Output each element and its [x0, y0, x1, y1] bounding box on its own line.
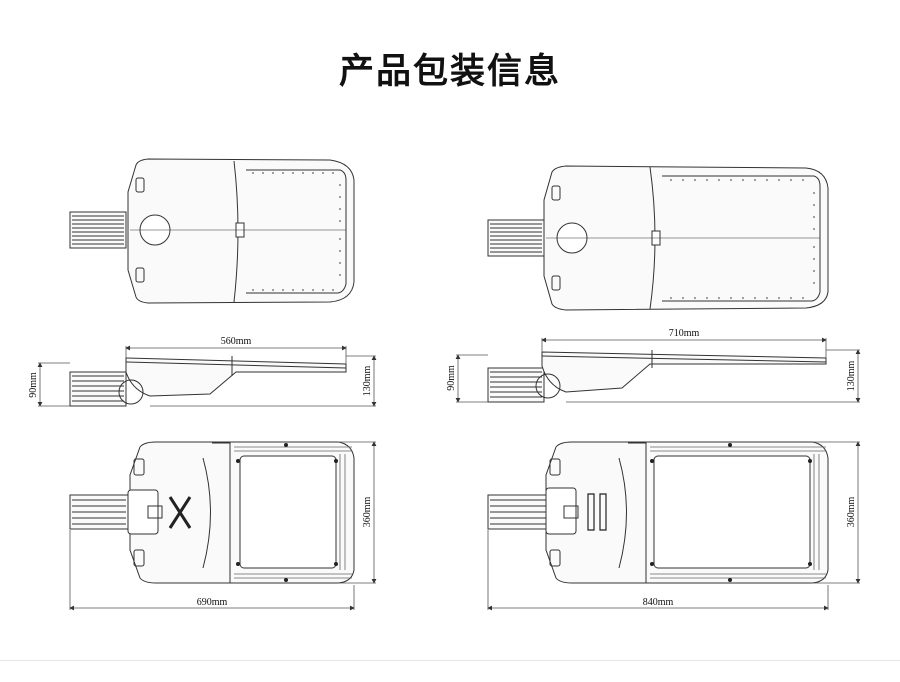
large-front-width-label: 840mm — [643, 597, 674, 608]
small-front-view — [69, 441, 355, 584]
large-side-length-label: 710mm — [669, 328, 700, 339]
small-front-width-label: 690mm — [197, 597, 228, 608]
small-side-length-label: 560mm — [221, 336, 252, 347]
small-dimensions — [37, 345, 377, 611]
small-front-height-label: 360mm — [362, 497, 373, 528]
small-model-drawings — [69, 158, 355, 584]
small-side-arm-height-label: 90mm — [28, 372, 39, 398]
large-dimensions — [455, 337, 861, 611]
bottom-divider — [0, 660, 900, 661]
large-side-arm-height-label: 90mm — [446, 365, 457, 391]
small-side-total-height-label: 130mm — [362, 366, 373, 397]
large-front-view — [487, 441, 829, 584]
page-title: 产品包装信息 — [338, 52, 561, 92]
large-side-total-height-label: 130mm — [846, 361, 857, 392]
large-front-height-label: 360mm — [846, 497, 857, 528]
large-model-drawings — [487, 165, 829, 584]
small-top-view — [69, 158, 355, 304]
large-top-view — [487, 165, 829, 311]
large-side-view — [487, 350, 827, 403]
small-side-view — [69, 356, 347, 407]
